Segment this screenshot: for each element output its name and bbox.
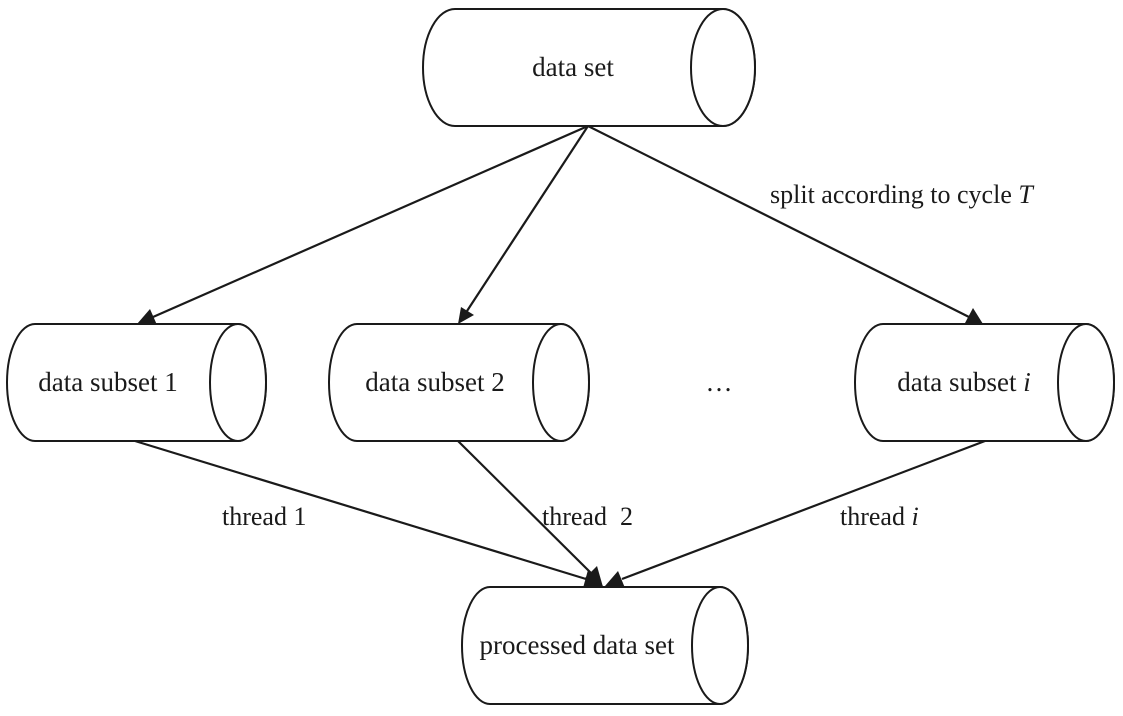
edge-label-thread-1: thread 1 [222, 502, 306, 531]
cylinder-cap-data-set [690, 8, 756, 127]
edge-dataset-to-subset-2 [466, 125, 589, 312]
node-data-subset-1: data subset 1 [6, 323, 267, 442]
node-label-processed-data-set: processed data set [480, 630, 675, 660]
cylinder-cap-data-subset-i [1057, 323, 1115, 442]
edge-label-split: split according to cycle T [770, 180, 1034, 209]
arrowhead-processed-from-2 [584, 566, 603, 587]
arrowhead-subset-1 [137, 309, 157, 325]
cylinder-cap-data-subset-2 [532, 323, 590, 442]
arrowhead-processed-from-i [605, 571, 625, 588]
arrowhead-subset-i [965, 308, 983, 324]
node-processed-data-set: processed data set [461, 586, 749, 705]
node-label-data-subset-i: data subset i [897, 367, 1031, 397]
node-label-data-subset-1: data subset 1 [38, 367, 177, 397]
node-data-subset-i: data subset i [854, 323, 1115, 442]
node-data-set: data set [422, 8, 756, 127]
node-data-subset-2: data subset 2 [328, 323, 590, 442]
edge-subset-i-to-processed [621, 439, 986, 581]
cylinder-cap-data-subset-1 [209, 323, 267, 442]
edges [134, 124, 986, 588]
edge-subset-1-to-processed [134, 439, 587, 581]
edge-label-thread-2: thread 2 [542, 502, 633, 531]
edge-dataset-to-subset-i [587, 125, 970, 318]
edge-subset-2-to-processed [457, 440, 593, 575]
edge-dataset-to-subset-1 [152, 124, 589, 319]
edge-label-thread-i: thread i [840, 502, 919, 531]
node-label-data-subset-2: data subset 2 [365, 367, 504, 397]
node-label-data-set: data set [532, 52, 614, 82]
cylinder-cap-processed-data-set [691, 586, 749, 705]
arrowhead-subset-2 [458, 307, 474, 324]
ellipsis: … [706, 367, 733, 397]
